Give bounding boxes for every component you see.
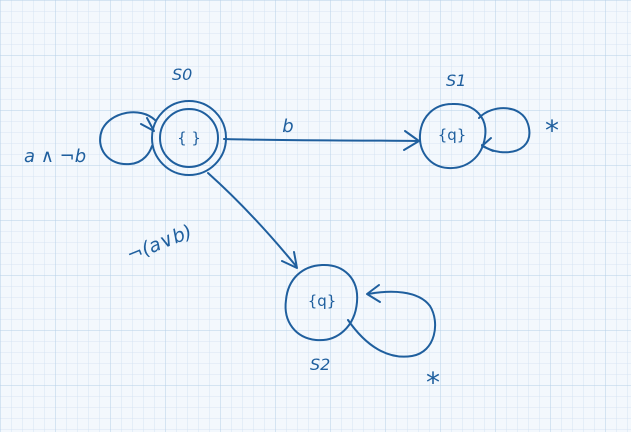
arrowhead-s1-self-loop [481,137,494,152]
state-s0-inner-circle [159,108,219,168]
state-s2-name: S2 [310,355,330,374]
arrowhead-s0-to-s2 [281,251,298,269]
state-s1-label: {q} [438,126,467,144]
transition-s0-self-loop [99,111,156,166]
arrowhead-s0-to-s1 [403,130,420,151]
transition-s2-self-loop-label: * [426,366,440,399]
state-s0-label: { } [177,129,201,147]
arrowhead-s0-self-loop [140,117,155,132]
state-s0-name: S0 [172,65,192,84]
transition-s0-to-s2 [207,172,297,267]
transition-s2-self-loop [347,290,437,358]
state-s2-label: {q} [308,292,337,310]
transition-s1-self-loop-label: * [545,114,559,147]
state-s1-circle [418,102,487,170]
state-s2-circle [284,263,359,342]
transition-s0-self-loop-label: a ∧ ¬b [24,146,86,167]
state-s0-outer-circle [151,100,227,176]
transition-s0-to-s1-label: b [282,116,293,137]
arrowhead-s2-self-loop [366,284,381,303]
transition-s0-to-s1 [223,138,419,142]
state-s1-name: S1 [446,71,466,90]
